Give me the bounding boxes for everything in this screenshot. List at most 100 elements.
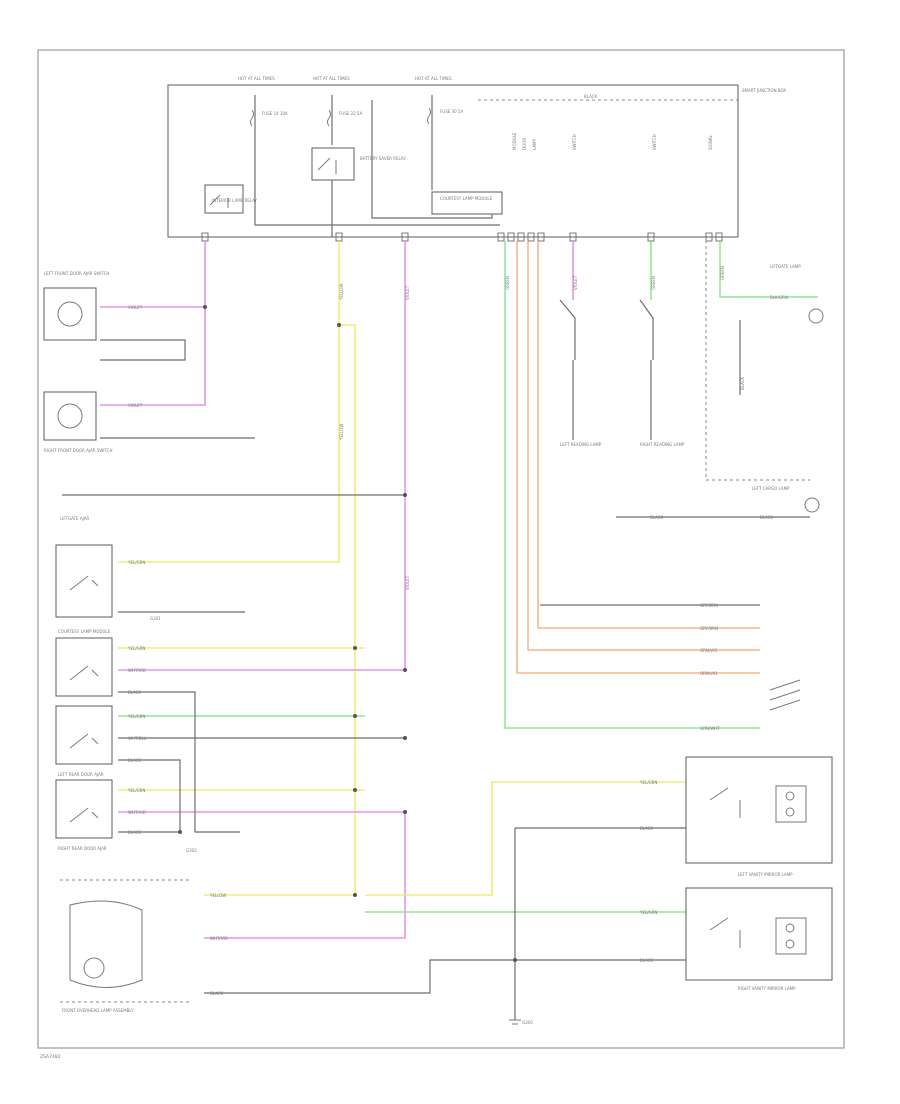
svg-text:LEFT CARGO LAMP: LEFT CARGO LAMP	[752, 486, 790, 491]
liftgate-ajar-switch: LIFTGATE AJAR	[55, 516, 113, 618]
fuse-label-2: FUSE 22 5A	[339, 111, 362, 116]
left-vanity-mirror-lamp: LEFT VANITY MIRROR LAMP	[685, 756, 833, 877]
hot-label-2: HOT AT ALL TIMES	[313, 76, 350, 81]
diagram-border	[37, 49, 845, 1049]
svg-text:BLACK: BLACK	[640, 826, 654, 831]
svg-text:RIGHT VANITY MIRROR LAMP: RIGHT VANITY MIRROR LAMP	[738, 986, 796, 991]
svg-text:GREEN: GREEN	[720, 266, 725, 280]
svg-text:BLACK: BLACK	[640, 958, 654, 963]
fuse-label-1: FUSE 14 10A	[262, 111, 288, 116]
svg-text:G300: G300	[522, 1020, 533, 1025]
svg-text:RIGHT REAR DOOR AJAR: RIGHT REAR DOOR AJAR	[58, 846, 107, 851]
svg-text:YELLOW: YELLOW	[339, 424, 344, 441]
left-rear-door-switch: LEFT REAR DOOR AJAR	[55, 705, 113, 777]
svg-text:YEL/GRN: YEL/GRN	[639, 780, 657, 785]
svg-text:YEL/GRN: YEL/GRN	[127, 788, 145, 793]
hot-label-3: HOT AT ALL TIMES	[415, 76, 452, 81]
hot-label-1: HOT AT ALL TIMES	[238, 76, 275, 81]
svg-text:BLACK: BLACK	[128, 690, 142, 695]
svg-text:ORN/VIO: ORN/VIO	[700, 648, 717, 653]
internal-module	[431, 191, 503, 215]
battery-saver-relay	[311, 147, 355, 181]
battery-saver-relay-label: BATTERY SAVER RELAY	[360, 156, 406, 161]
wire-pink-door	[118, 811, 406, 939]
svg-text:SWITCH: SWITCH	[652, 134, 657, 150]
svg-text:LEFT FRONT DOOR AJAR SWITCH: LEFT FRONT DOOR AJAR SWITCH	[44, 271, 109, 276]
svg-text:DOOR: DOOR	[522, 138, 527, 150]
front-overhead-lamp-assembly: FRONT OVERHEAD LAMP ASSEMBLY	[62, 900, 143, 1013]
left-front-door-switch: LEFT FRONT DOOR AJAR SWITCH	[43, 271, 109, 341]
fuse-label-3: FUSE 30 5A	[440, 109, 463, 114]
wire-labels: VIOLET VIOLET YEL/GRN YEL/GRN WHT/VIO BL…	[127, 266, 788, 996]
wire-yellow-main	[118, 241, 340, 563]
wire-yellow-vanity	[365, 781, 690, 896]
svg-text:FRONT OVERHEAD LAMP ASSEMBLY: FRONT OVERHEAD LAMP ASSEMBLY	[62, 1008, 134, 1013]
right-front-door-switch: RIGHT FRONT DOOR AJAR SWITCH	[43, 391, 112, 453]
svg-text:LAMP: LAMP	[532, 138, 537, 150]
wire-orange-2	[527, 241, 760, 651]
svg-text:LEFT VANITY MIRROR LAMP: LEFT VANITY MIRROR LAMP	[738, 872, 793, 877]
svg-text:GRY/BRN: GRY/BRN	[700, 603, 718, 608]
page-code: ZSA7482	[40, 1054, 61, 1060]
svg-text:VIOLET: VIOLET	[405, 575, 410, 590]
svg-text:BLACK: BLACK	[128, 758, 142, 763]
svg-text:YELLOW: YELLOW	[209, 893, 226, 898]
courtesy-lamp-left: COURTESY LAMP MODULE	[55, 629, 113, 697]
wire-pink-1	[100, 241, 206, 308]
wire-pink-long	[118, 241, 406, 671]
svg-text:YEL/GRN: YEL/GRN	[127, 646, 145, 651]
smart-junction-box-label: SMART JUNCTION BOX	[742, 88, 786, 93]
left-cargo-lamp: LEFT CARGO LAMP	[752, 486, 820, 513]
ground-symbol-1: G300	[509, 1019, 533, 1025]
svg-text:GREEN: GREEN	[651, 276, 656, 290]
wire-orange-1	[516, 241, 760, 674]
svg-text:WHT/VIO: WHT/VIO	[210, 936, 228, 941]
svg-text:YEL/GRN: YEL/GRN	[127, 714, 145, 719]
ground-symbol-2: G301	[150, 616, 161, 621]
svg-text:YEL/GRN: YEL/GRN	[127, 560, 145, 565]
svg-text:BLACK: BLACK	[760, 515, 774, 520]
svg-text:YEL/GRN: YEL/GRN	[639, 910, 657, 915]
right-rear-door-switch: RIGHT REAR DOOR AJAR	[55, 779, 113, 851]
svg-text:WHT/VIO: WHT/VIO	[128, 810, 146, 815]
smart-junction-box-divider-label: BLACK	[584, 94, 598, 99]
svg-text:LIFTGATE AJAR: LIFTGATE AJAR	[60, 516, 89, 521]
reading-lamp-switches: LEFT READING LAMP RIGHT READING LAMP	[560, 442, 801, 711]
svg-text:GRN/WHT: GRN/WHT	[700, 726, 720, 731]
svg-text:BLACK: BLACK	[650, 515, 664, 520]
svg-text:COURTESY LAMP MODULE: COURTESY LAMP MODULE	[440, 196, 493, 201]
svg-text:BLACK: BLACK	[740, 376, 745, 390]
interior-lamp-relay-label: INTERIOR LAMP RELAY	[212, 198, 258, 203]
svg-text:G301: G301	[150, 616, 161, 621]
wire-green-1	[504, 241, 760, 729]
svg-text:SIGNAL: SIGNAL	[708, 134, 713, 150]
svg-text:RIGHT FRONT DOOR AJAR SWITCH: RIGHT FRONT DOOR AJAR SWITCH	[44, 448, 112, 453]
svg-text:ORN/VIO: ORN/VIO	[700, 671, 717, 676]
svg-text:GRY/BRN: GRY/BRN	[700, 626, 718, 631]
wire-yellow-branch	[204, 324, 356, 896]
svg-text:VIOLET: VIOLET	[405, 285, 410, 300]
wire-orange-3	[537, 241, 760, 629]
fuse-3: HOT AT ALL TIMES FUSE 30 5A	[415, 76, 463, 140]
svg-text:G302: G302	[186, 848, 197, 853]
svg-text:VIOLET: VIOLET	[128, 305, 143, 310]
svg-text:SWITCH: SWITCH	[572, 134, 577, 150]
svg-text:GREEN: GREEN	[505, 276, 510, 290]
svg-text:WHT/BLU: WHT/BLU	[128, 736, 147, 741]
ground-symbol-3: G302	[186, 848, 197, 853]
wire-green-top-right	[719, 241, 818, 298]
svg-text:BLACK: BLACK	[128, 830, 142, 835]
svg-text:BLACK: BLACK	[210, 991, 224, 996]
svg-text:MODULE: MODULE	[512, 132, 517, 150]
splice-points	[178, 305, 517, 962]
svg-text:BLK/GRN: BLK/GRN	[770, 295, 788, 300]
svg-text:LIFTGATE LAMP: LIFTGATE LAMP	[770, 264, 801, 269]
svg-text:YELLOW: YELLOW	[339, 284, 344, 301]
wire-pink-2	[100, 307, 206, 406]
svg-text:COURTESY LAMP MODULE: COURTESY LAMP MODULE	[58, 629, 111, 634]
right-vanity-mirror-lamp: RIGHT VANITY MIRROR LAMP	[685, 887, 833, 991]
liftgate-lamp: LIFTGATE LAMP	[770, 264, 824, 324]
svg-text:LEFT READING LAMP: LEFT READING LAMP	[560, 442, 602, 447]
svg-text:RIGHT READING LAMP: RIGHT READING LAMP	[640, 442, 685, 447]
